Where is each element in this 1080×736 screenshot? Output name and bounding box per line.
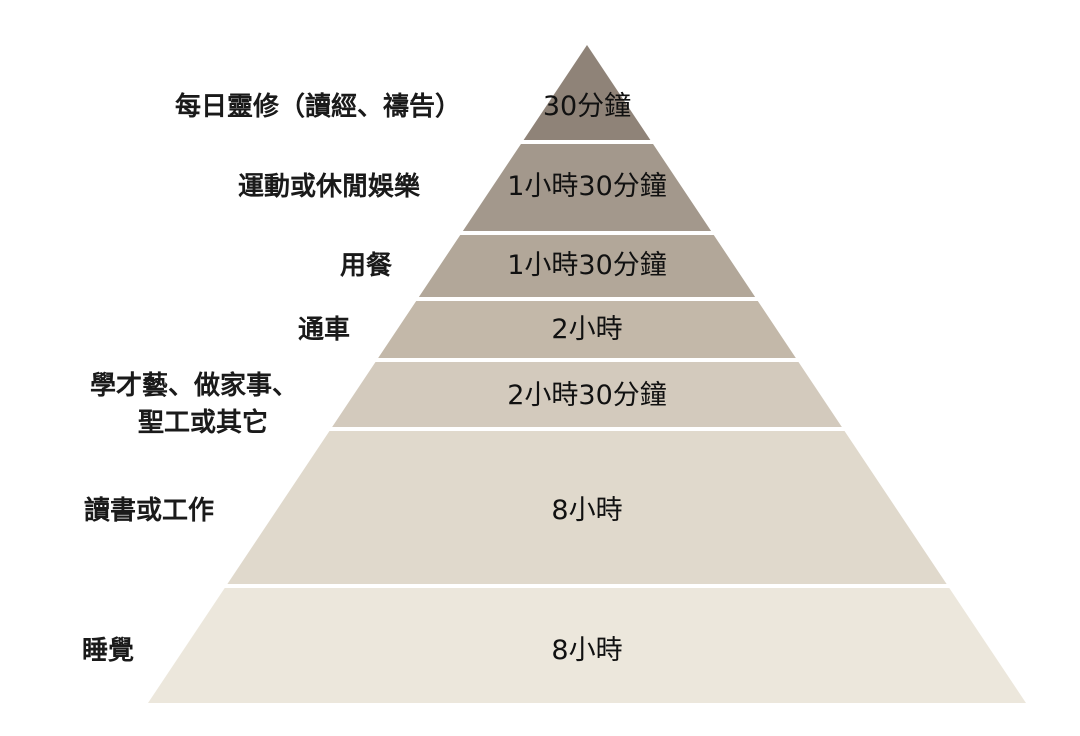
activity-label-sleep: 睡覺 [82, 636, 135, 666]
pyramid-band-commute [378, 301, 796, 358]
activity-label-chores-line2: 聖工或其它 [138, 408, 269, 438]
pyramid-band-devotion [523, 45, 651, 140]
pyramid-band-chores [332, 362, 842, 427]
duration-meals: 1小時30分鐘 [507, 250, 667, 281]
pyramid-band-meals [418, 235, 756, 297]
pyramid-band-sleep [148, 588, 1026, 703]
duration-commute: 2小時 [551, 314, 623, 345]
duration-work: 8小時 [551, 495, 623, 526]
duration-chores: 2小時30分鐘 [507, 380, 667, 411]
activity-label-commute: 通車 [298, 315, 351, 345]
duration-sleep: 8小時 [551, 635, 623, 666]
activity-label-devotion: 每日靈修（讀經、禱告） [175, 92, 462, 122]
pyramid-band-work [227, 431, 947, 584]
activity-label-chores: 學才藝、做家事、 [90, 371, 299, 401]
activity-label-meals: 用餐 [340, 251, 393, 281]
duration-devotion: 30分鐘 [542, 91, 632, 122]
pyramid-band-exercise [462, 144, 712, 231]
duration-exercise: 1小時30分鐘 [507, 171, 667, 202]
activity-label-work: 讀書或工作 [84, 496, 215, 526]
activity-label-exercise: 運動或休閒娛樂 [238, 172, 421, 202]
